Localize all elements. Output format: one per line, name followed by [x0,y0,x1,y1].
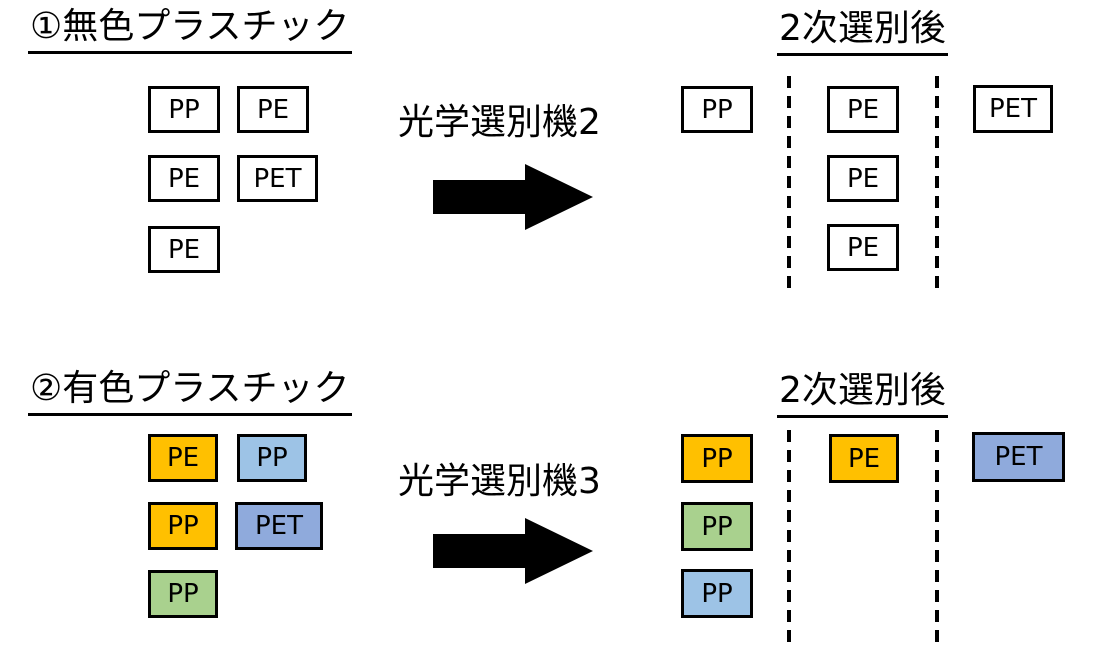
section1-result-title: 2次選別後 [777,8,948,57]
machine-label: 光学選別機3 [398,461,601,502]
section2-result-title: 2次選別後 [777,370,948,419]
plastic-chip: PET [235,502,323,550]
plastic-chip: PE [827,155,899,202]
plastic-chip: PE [148,155,220,202]
arrow-right-icon [433,518,593,584]
lane-separator-dashed-line [787,430,791,646]
plastic-chip: PP [681,86,753,133]
plastic-chip: PP [681,434,753,483]
plastic-chip: PE [827,86,899,133]
plastic-chip: PP [148,570,218,618]
plastic-chip: PET [237,155,318,202]
arrow-right-shape [433,164,593,230]
arrow-right-shape [433,518,593,584]
plastic-chip: PET [973,85,1053,133]
plastic-chip: PP [237,434,307,482]
plastic-chip: PP [681,569,753,618]
arrow-right-icon [433,164,593,230]
plastic-chip: PP [148,86,220,133]
plastic-chip: PET [972,432,1065,482]
machine-label: 光学選別機2 [398,102,601,143]
plastic-chip: PP [681,502,753,551]
plastic-chip: PE [829,434,899,483]
lane-separator-dashed-line [787,76,791,292]
lane-separator-dashed-line [935,76,939,292]
plastic-chip: PE [148,434,218,482]
plastic-chip: PE [148,226,220,273]
plastic-chip: PP [148,502,218,550]
section2-title: ②有色プラスチック [28,368,352,417]
plastic-chip: PE [237,86,309,133]
plastic-chip: PE [827,224,899,271]
lane-separator-dashed-line [935,430,939,646]
section1-title: ①無色プラスチック [28,6,352,55]
